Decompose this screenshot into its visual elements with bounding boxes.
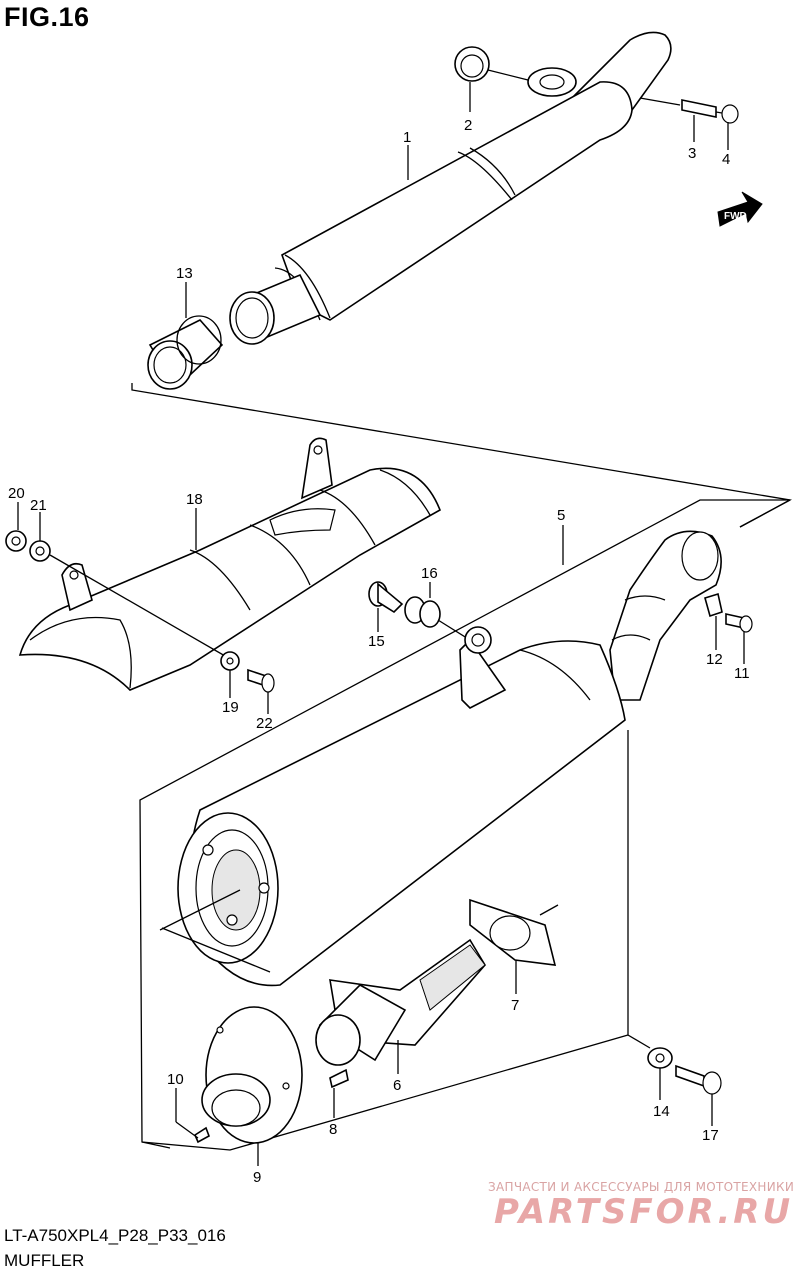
callout-9: 9: [253, 1169, 261, 1186]
fwd-label: FWD: [724, 211, 747, 222]
callout-7: 7: [511, 997, 519, 1014]
callout-3: 3: [688, 145, 696, 162]
figure-caption: MUFFLER: [4, 1251, 85, 1270]
gasket-drawing: [454, 46, 529, 82]
muffler-drawing: [139, 499, 791, 1151]
pipe-assembly-drawing: [229, 31, 672, 345]
callout-14: 14: [653, 1103, 670, 1120]
leader-lines: [17, 82, 745, 1166]
callout-18: 18: [186, 491, 203, 508]
callout-17: 17: [702, 1127, 719, 1144]
callout-21: 21: [30, 497, 47, 514]
heat-shield-drawing: [18, 437, 442, 691]
end-cap-drawing: [193, 1006, 303, 1144]
watermark-brand[interactable]: PARTSFOR.RU: [494, 1192, 794, 1232]
callout-2: 2: [464, 117, 472, 134]
callout-19: 19: [222, 699, 239, 716]
callout-1: 1: [403, 129, 411, 146]
callout-13: 13: [176, 265, 193, 282]
callout-11: 11: [734, 665, 750, 682]
frame-line-upper: [131, 383, 792, 528]
callout-10: 10: [167, 1071, 184, 1088]
muffler-bolt-drawing: [647, 1047, 722, 1095]
callout-numbers: 1 2 3 4 5 6 7 8 9 10 11 12 13 14 15 16 1…: [8, 117, 750, 1186]
callout-12: 12: [706, 651, 723, 668]
callout-16: 16: [421, 565, 438, 582]
watermark-subtitle: ЗАПЧАСТИ И АКСЕССУАРЫ ДЛЯ МОТОТЕХНИКИ: [488, 1180, 795, 1194]
callout-6: 6: [393, 1077, 401, 1094]
washer-grommet-drawing: [5, 530, 233, 661]
stud-and-nut-drawing: [639, 97, 739, 124]
figure-title: FIG.16: [4, 2, 90, 32]
callout-22: 22: [256, 715, 273, 732]
figure-code: LT-A750XPL4_P28_P33_016: [4, 1226, 226, 1245]
callout-15: 15: [368, 633, 385, 650]
callout-4: 4: [722, 151, 730, 168]
bushing-cushion-drawing: [368, 581, 471, 641]
callout-8: 8: [329, 1121, 337, 1138]
callout-20: 20: [8, 485, 25, 502]
callout-5: 5: [557, 507, 565, 524]
fwd-arrow: FWD: [717, 191, 763, 227]
spark-arrester-drawing: [315, 898, 559, 1089]
shield-bolt-drawing: [220, 651, 275, 693]
pipe-connector-drawing: [147, 315, 224, 390]
